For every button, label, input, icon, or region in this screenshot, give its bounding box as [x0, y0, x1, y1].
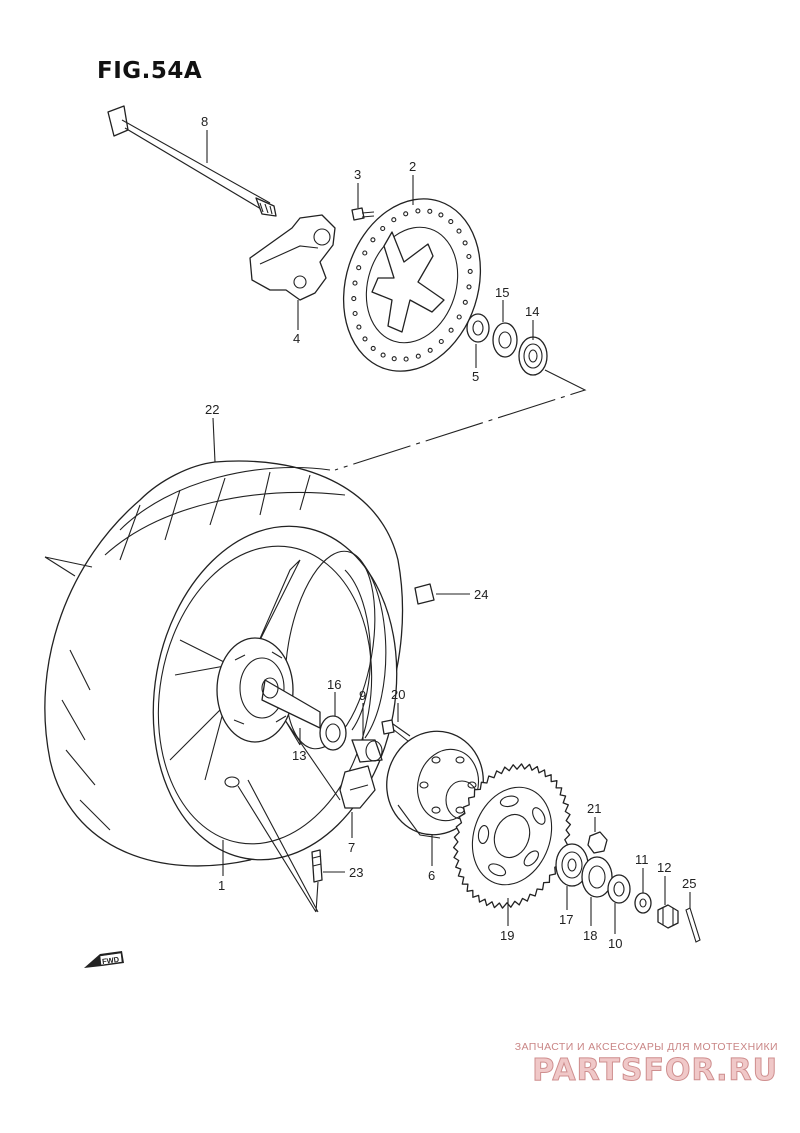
part-sprocket-drum — [386, 730, 484, 839]
callout-13: 13 — [292, 748, 306, 763]
callout-5: 5 — [472, 369, 479, 384]
part-brake-disc — [342, 198, 482, 372]
callout-3: 3 — [354, 167, 361, 182]
callout-6: 6 — [428, 868, 435, 883]
callout-19: 19 — [500, 928, 514, 943]
part-spacer-9 — [351, 739, 383, 763]
callout-1: 1 — [218, 878, 225, 893]
part-bearing-16 — [319, 715, 347, 751]
part-spacer-5 — [466, 313, 490, 343]
callout-9: 9 — [359, 688, 366, 703]
fwd-arrow-icon: FWD — [84, 951, 124, 968]
part-bolt-20 — [381, 719, 411, 742]
figure-title: FIG.54A — [97, 58, 203, 84]
callout-18: 18 — [583, 928, 597, 943]
part-castle-nut-12 — [657, 904, 679, 929]
leader-lines — [44, 130, 691, 934]
part-nut-21 — [587, 831, 608, 854]
callout-24: 24 — [474, 587, 488, 602]
callout-12: 12 — [657, 860, 671, 875]
part-axle — [107, 105, 277, 217]
part-rear-sprocket — [452, 763, 572, 909]
callout-4: 4 — [293, 331, 300, 346]
callout-labels: 8 3 2 4 15 14 5 22 24 16 9 20 13 7 6 21 … — [201, 114, 696, 951]
part-damper-7 — [339, 765, 376, 809]
callout-7: 7 — [348, 840, 355, 855]
callout-2: 2 — [409, 159, 416, 174]
fwd-badge-label: FWD — [102, 955, 121, 966]
callout-16: 16 — [327, 677, 341, 692]
part-oil-seal-15 — [492, 322, 518, 358]
watermark-caption: ЗАПЧАСТИ И АКСЕССУАРЫ ДЛЯ МОТОТЕХНИКИ — [514, 1041, 778, 1053]
part-bearing-14 — [518, 336, 548, 376]
part-cotter-pin-25 — [685, 907, 701, 943]
part-oil-seal-18 — [581, 856, 613, 898]
callout-20: 20 — [391, 687, 405, 702]
callout-22: 22 — [205, 402, 219, 417]
part-bolt-3 — [351, 207, 375, 221]
callout-25: 25 — [682, 876, 696, 891]
callout-21: 21 — [587, 801, 601, 816]
callout-23: 23 — [349, 865, 363, 880]
part-caliper-bracket — [249, 214, 336, 301]
callout-10: 10 — [608, 936, 622, 951]
part-valve — [311, 849, 323, 883]
callout-17: 17 — [559, 912, 573, 927]
part-bearing-17 — [555, 843, 589, 887]
callout-14: 14 — [525, 304, 539, 319]
watermark-logo: PARTSFOR.RU — [532, 1053, 778, 1089]
part-balance-weight — [414, 583, 435, 605]
callout-11: 11 — [635, 852, 649, 867]
part-spacer-10 — [607, 874, 631, 904]
callout-15: 15 — [495, 285, 509, 300]
part-washer-11 — [634, 892, 652, 914]
callout-8: 8 — [201, 114, 208, 129]
